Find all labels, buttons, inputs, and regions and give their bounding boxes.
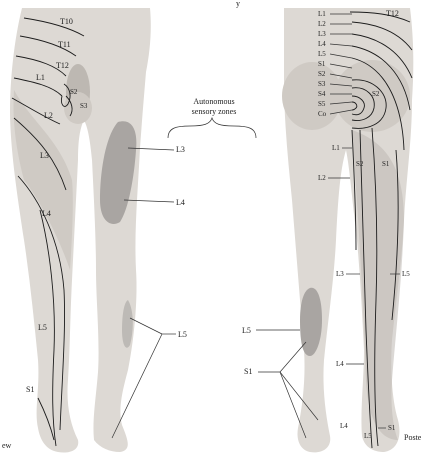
spine-label-l3: L3	[318, 30, 326, 38]
anterior-label-s2: S2	[70, 88, 78, 96]
posterior-right-leg-shade	[352, 130, 404, 440]
annotation-brace	[168, 118, 256, 138]
posterior-callout-s1: S1	[244, 367, 252, 376]
posterior-label-buttock-s2: S2	[372, 90, 380, 98]
anterior-label-l4: L4	[42, 209, 51, 218]
spine-label-l1: L1	[318, 10, 326, 18]
callout-l4: L4	[176, 198, 185, 207]
header-top-fragment: y	[236, 0, 240, 8]
posterior-label-l3-leg: L3	[336, 270, 344, 278]
anterior-view: T10 T11 T12 L1 S2 S3 L2 L3 L4 L5 S1 L3 L…	[2, 8, 187, 453]
posterior-callout-l5: L5	[242, 326, 251, 335]
spine-label-l2: L2	[318, 20, 326, 28]
posterior-label-l1-thigh: L1	[332, 144, 340, 152]
autonomous-zones-annotation: Autonomous sensory zones y	[168, 0, 256, 138]
anterior-label-s1: S1	[26, 385, 34, 394]
annotation-line-2: sensory zones	[192, 107, 237, 116]
spine-label-s3: S3	[318, 80, 326, 88]
posterior-label-l4-leg: L4	[336, 360, 344, 368]
footer-right-fragment: Poste	[404, 433, 422, 442]
posterior-label-l5-foot: L5	[364, 432, 372, 440]
anterior-label-l2: L2	[44, 111, 53, 120]
posterior-left-buttock	[282, 62, 342, 130]
spine-label-s5: S5	[318, 100, 326, 108]
spine-label-l5: L5	[318, 50, 326, 58]
spine-label-co: Co	[318, 110, 327, 118]
posterior-label-s1-foot: S1	[388, 424, 396, 432]
posterior-label-t12: T12	[386, 9, 399, 18]
spine-label-l4: L4	[318, 40, 326, 48]
annotation-line-1: Autonomous	[193, 97, 234, 106]
anterior-label-t12: T12	[56, 61, 69, 70]
anterior-label-t10: T10	[60, 17, 73, 26]
spine-label-s1: S1	[318, 60, 326, 68]
posterior-label-l2-thigh: L2	[318, 174, 326, 182]
anterior-label-l5: L5	[38, 323, 47, 332]
leader-posterior-s1-a	[280, 342, 306, 372]
posterior-view: L1 L2 L3 L4 L5 S1 S2 S3 S4 S5 Co T12 S2	[242, 8, 422, 452]
posterior-label-s1-thigh: S1	[382, 160, 390, 168]
callout-l3: L3	[176, 145, 185, 154]
leader-l5-a	[130, 318, 162, 334]
callout-l5: L5	[178, 330, 187, 339]
anterior-label-t11: T11	[58, 40, 71, 49]
anterior-label-l1: L1	[36, 73, 45, 82]
posterior-label-s2-thigh: S2	[356, 160, 364, 168]
spine-label-s4: S4	[318, 90, 326, 98]
footer-left-fragment: ew	[2, 441, 12, 450]
anterior-label-s3: S3	[80, 102, 88, 110]
anterior-label-l3: L3	[40, 151, 49, 160]
posterior-label-l4-foot: L4	[340, 422, 348, 430]
anterior-scrotum	[64, 92, 92, 124]
spine-label-s2: S2	[318, 70, 326, 78]
posterior-label-l5-leg: L5	[402, 270, 410, 278]
